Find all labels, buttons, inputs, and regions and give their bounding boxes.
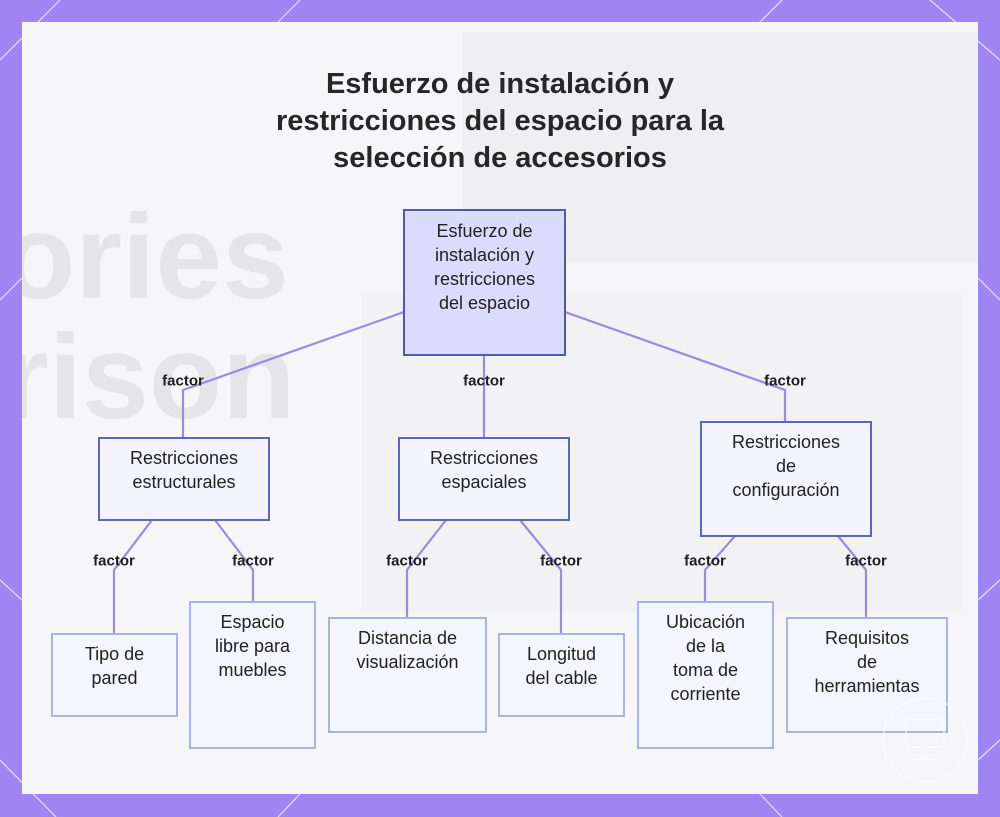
connector-configuration-tools [837,535,868,618]
root-node: Esfuerzo de instalación y restricciones … [403,209,566,356]
edge-label-factor: factor [463,372,505,390]
edge-label-factor: factor [845,552,887,570]
node-text: Ubicación [665,612,746,632]
node-text: del espacio [438,293,531,313]
edge-label-factor: factor [232,552,274,570]
connector-spatial-distance [405,519,447,618]
node-text: Requisitos [824,628,910,648]
edge-label-factor: factor [386,552,428,570]
node-text: libre para [214,636,291,656]
node-text: Distancia de [357,628,458,648]
connector-root-configuration [564,310,787,422]
node-structural-restrictions: Restricciones estructurales [98,437,270,521]
node-spatial-restrictions: Restricciones espaciales [398,437,570,521]
node-text: Tipo de [84,644,145,664]
node-text: de [775,456,797,476]
edge-label-factor: factor [684,552,726,570]
edge-label-factor: factor [540,552,582,570]
node-text: muebles [218,660,287,680]
node-text: visualización [356,652,459,672]
node-outlet-location: Ubicación de la toma de corriente [637,601,774,749]
edge-label-factor: factor [162,372,204,390]
node-text: Restricciones [731,432,841,452]
page-title: Esfuerzo de instalación y restricciones … [22,66,978,177]
node-text: configuración [732,480,840,500]
node-text: corriente [670,684,741,704]
edge-label-factor: factor [93,552,135,570]
node-text: Espacio [220,612,285,632]
node-wall-type: Tipo de pared [51,633,178,717]
node-text: toma de [672,660,739,680]
node-cable-length: Longitud del cable [498,633,625,717]
node-furniture-clearance: Espacio libre para muebles [189,601,316,749]
node-text: Restricciones [429,448,539,468]
connector-spatial-cable [519,519,563,634]
title-line: selección de accesorios [333,142,667,174]
watermark-logo-icon [882,697,968,783]
node-tool-requirements: Requisitos de herramientas [786,617,948,733]
node-text: Longitud [526,644,597,664]
node-viewing-distance: Distancia de visualización [328,617,487,733]
node-text: del cable [525,668,598,688]
node-text: de la [685,636,726,656]
edge-label-factor: factor [764,372,806,390]
node-text: herramientas [814,676,920,696]
node-text: Esfuerzo de [436,221,533,241]
node-text: restricciones [433,269,536,289]
connector-structural-furniture [214,519,255,602]
node-text: instalación y [434,245,535,265]
node-configuration-restrictions: Restricciones de configuración [700,421,872,537]
connector-structural-wall [112,519,153,634]
node-text: de [856,652,878,672]
connector-configuration-outlet [703,535,736,602]
node-text: estructurales [132,472,236,492]
connector-root-structural [181,310,405,438]
node-text: espaciales [441,472,527,492]
node-text: Restricciones [129,448,239,468]
node-text: pared [91,668,138,688]
title-line: Esfuerzo de instalación y [325,68,675,100]
title-line: restricciones del espacio para la [275,105,725,137]
